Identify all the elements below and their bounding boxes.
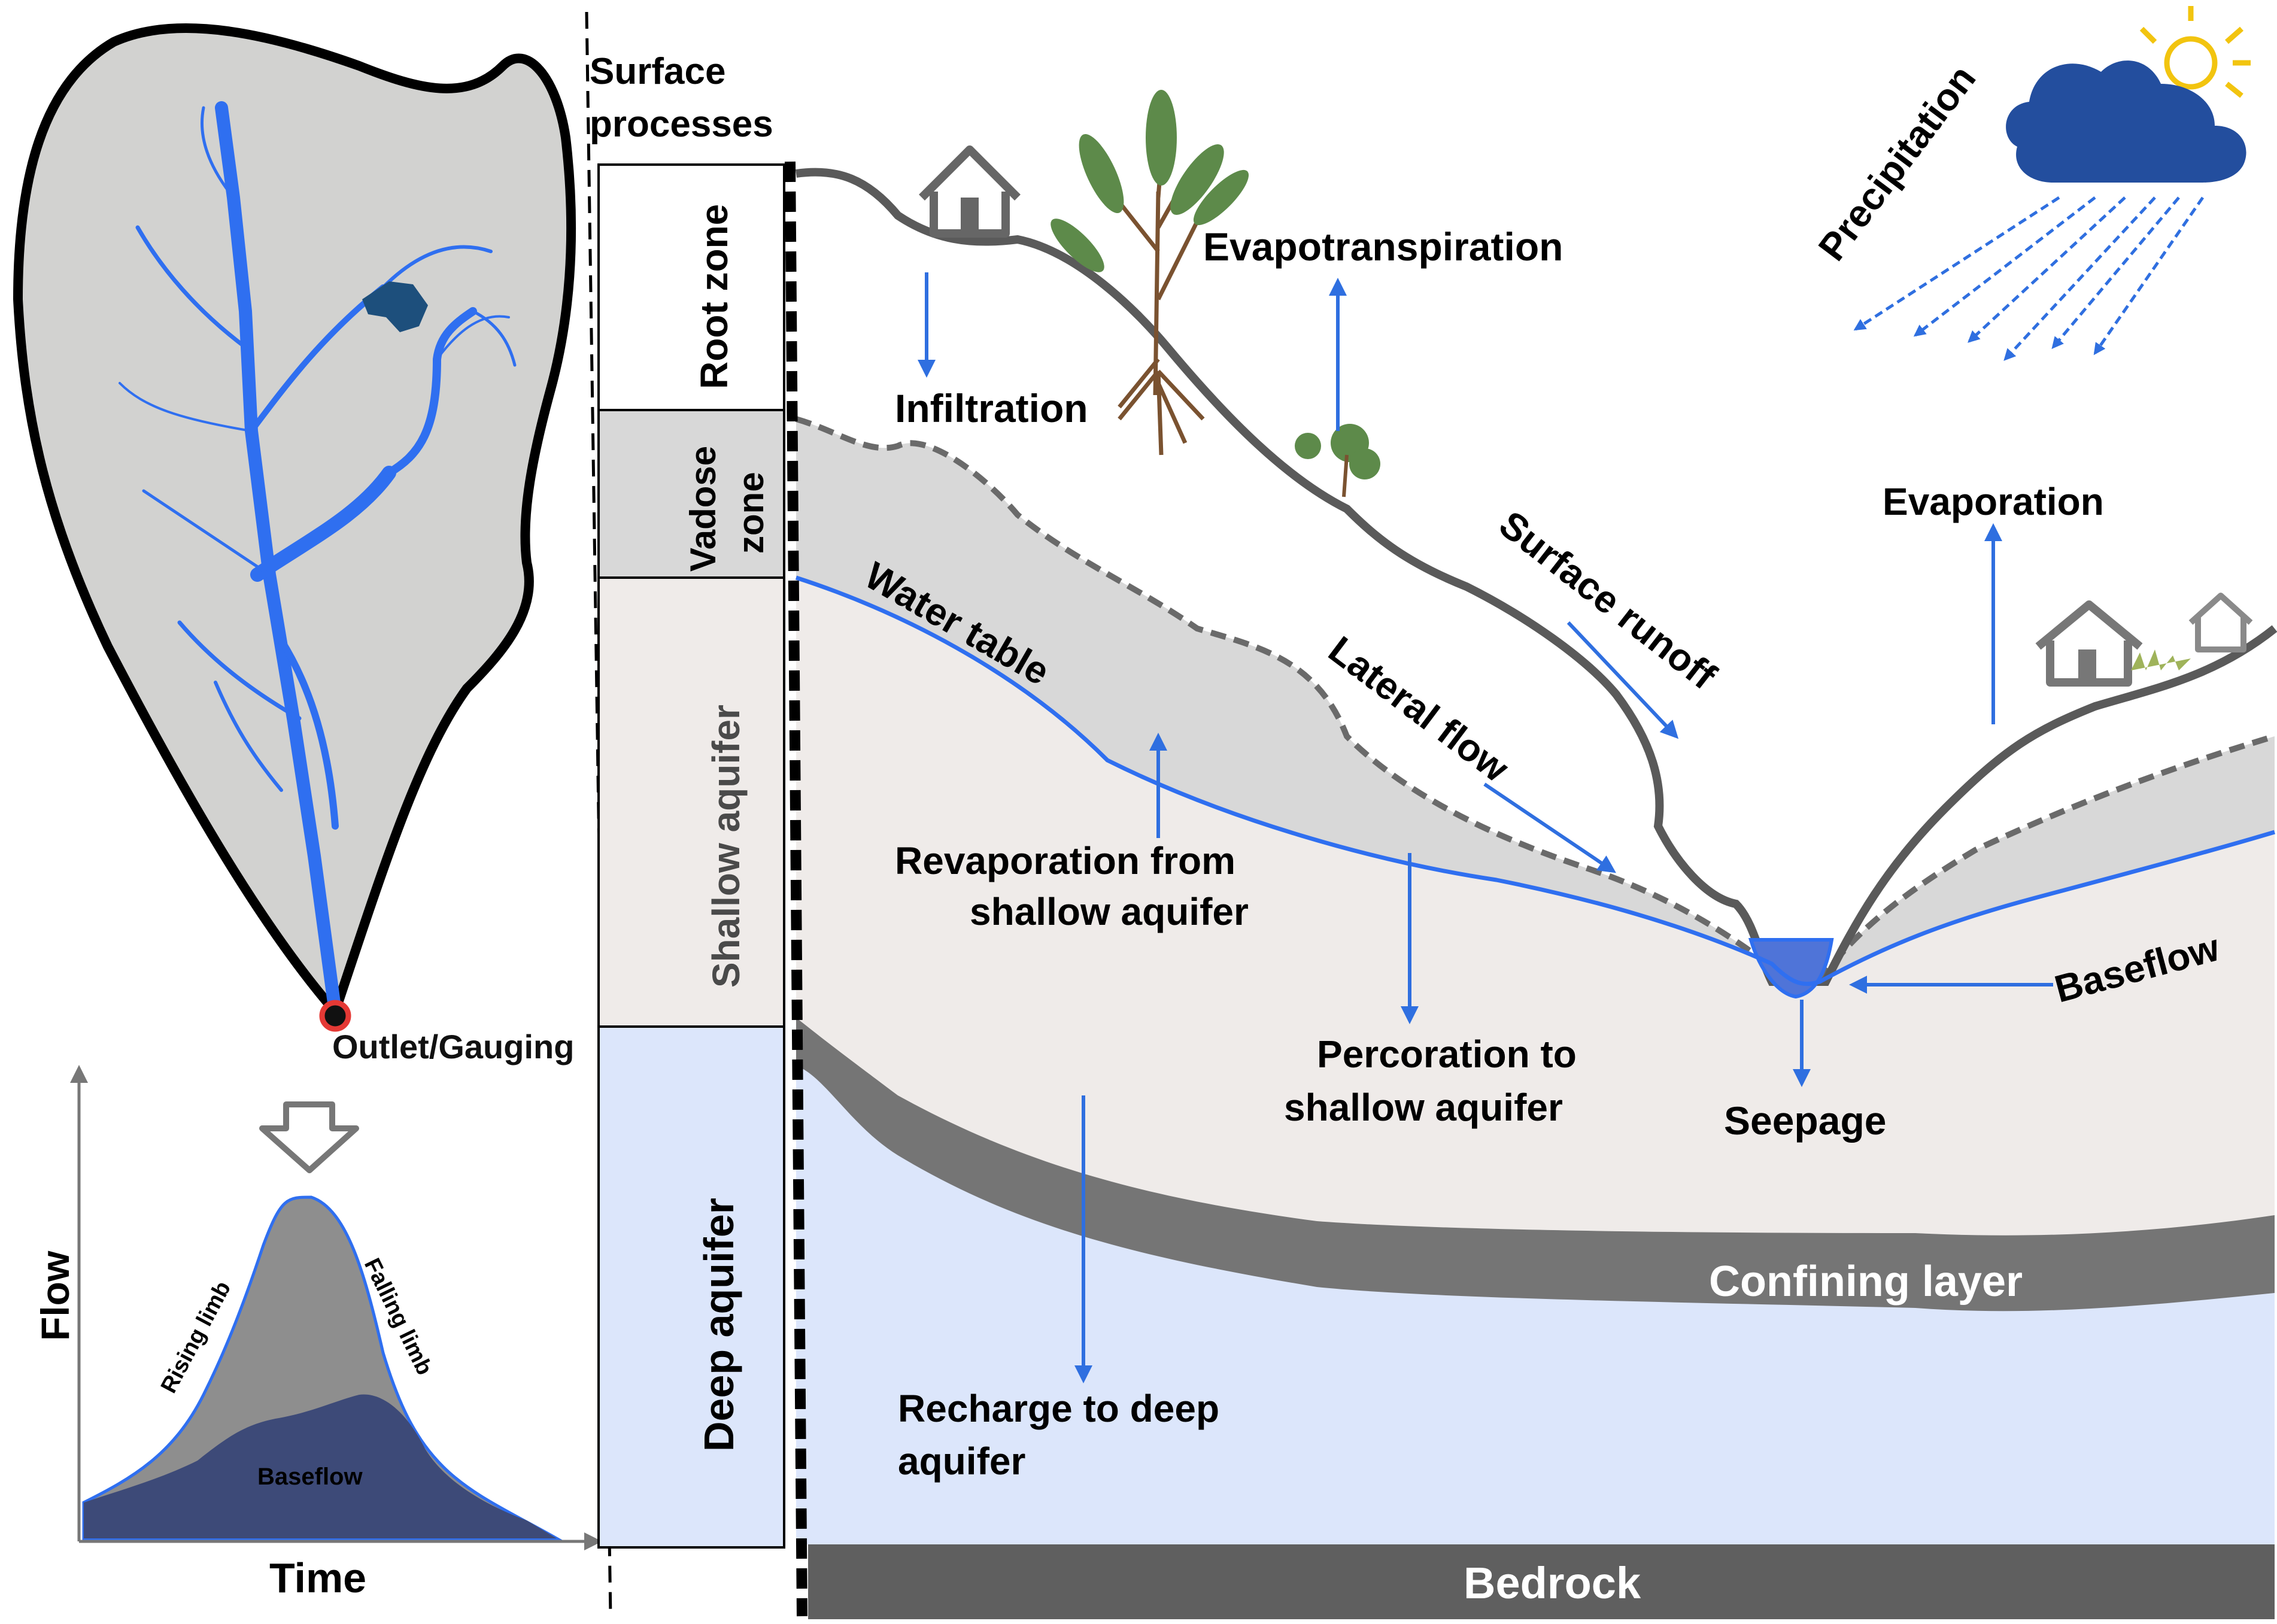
vadose-zone-label: Vadose — [683, 446, 723, 572]
root-zone-box — [597, 163, 785, 411]
deep-aquifer-box — [597, 1025, 785, 1549]
rain-cloud-icon — [1853, 6, 2251, 361]
bush-icon — [1295, 424, 1380, 497]
cross-section — [785, 161, 2277, 1619]
confining-layer-label: Confining layer — [1709, 1258, 2023, 1306]
surface-runoff-label: Surface runoff — [1491, 502, 1725, 697]
surface-processes-label-2: processes — [590, 104, 773, 145]
deep-aquifer-layer — [796, 1030, 2275, 1544]
tree-icon — [1051, 90, 1249, 456]
bedrock-label: Bedrock — [1464, 1558, 1641, 1608]
vadose-zone-box — [597, 409, 785, 579]
shallow-aquifer-label: Shallow aquifer — [705, 705, 748, 988]
bedrock-layer — [808, 1544, 2275, 1619]
house-icon — [919, 145, 1021, 238]
watershed-map: Outlet/Gauging — [13, 23, 576, 1173]
x-axis-label: Time — [269, 1555, 366, 1601]
precipitation-label: Precipitation — [1810, 57, 1984, 269]
recharge-label-2: aquifer — [898, 1440, 1025, 1483]
house-icon-right — [2035, 600, 2143, 687]
evaporation-label: Evaporation — [1883, 480, 2104, 523]
vadose-boundary — [795, 416, 1774, 970]
revaporation-label-2: shallow aquifer — [970, 890, 1249, 933]
water-table-line — [795, 575, 2276, 986]
baseflow-area — [84, 1394, 557, 1538]
surface-processes-label: Surface — [590, 51, 725, 92]
outlet-gauging-label: Outlet/Gauging — [332, 1028, 574, 1066]
grass-icon — [2131, 649, 2191, 670]
surface-runoff-arrow — [1566, 621, 1679, 739]
revaporation-label: Revaporation from — [895, 839, 1235, 882]
small-house-icon — [2188, 593, 2253, 652]
confining-layer — [796, 1018, 2275, 1312]
vadose-zone-layer — [796, 419, 1772, 967]
down-arrow-icon — [259, 1101, 359, 1173]
sun-icon — [2139, 6, 2251, 98]
outlet-marker — [319, 1000, 351, 1032]
watershed-boundary — [13, 23, 576, 1021]
shallow-aquifer-layer — [796, 578, 2275, 1236]
lake-icon — [362, 281, 428, 332]
total-flow-area — [82, 1195, 563, 1540]
deep-aquifer-label: Deep aquifer — [696, 1198, 742, 1452]
root-zone-label: Root zone — [693, 204, 736, 389]
ground-surface — [796, 168, 2277, 986]
recharge-label: Recharge to deep — [898, 1387, 1219, 1430]
lateral-flow-arrow — [1483, 782, 1616, 873]
zone-column: Surface processes Root zone Vadose zone … — [585, 11, 785, 1617]
y-axis-label: Flow — [33, 1250, 77, 1341]
flow-arrows — [918, 272, 2053, 1383]
vadose-zone-layer-right — [1820, 736, 2275, 982]
seepage-label: Seepage — [1724, 1098, 1886, 1143]
stream-network — [119, 101, 517, 1018]
infiltration-label: Infiltration — [895, 386, 1088, 430]
percolation-label-2: shallow aquifer — [1284, 1086, 1563, 1129]
percolation-label: Percoration to — [1317, 1033, 1577, 1076]
shallow-aquifer-box — [597, 576, 785, 1028]
hydrograph-baseflow-label: Baseflow — [257, 1464, 363, 1490]
vadose-boundary-right — [1817, 733, 2276, 983]
evapotranspiration-label: Evapotranspiration — [1203, 224, 1563, 269]
vadose-zone-label-2: zone — [731, 472, 771, 554]
